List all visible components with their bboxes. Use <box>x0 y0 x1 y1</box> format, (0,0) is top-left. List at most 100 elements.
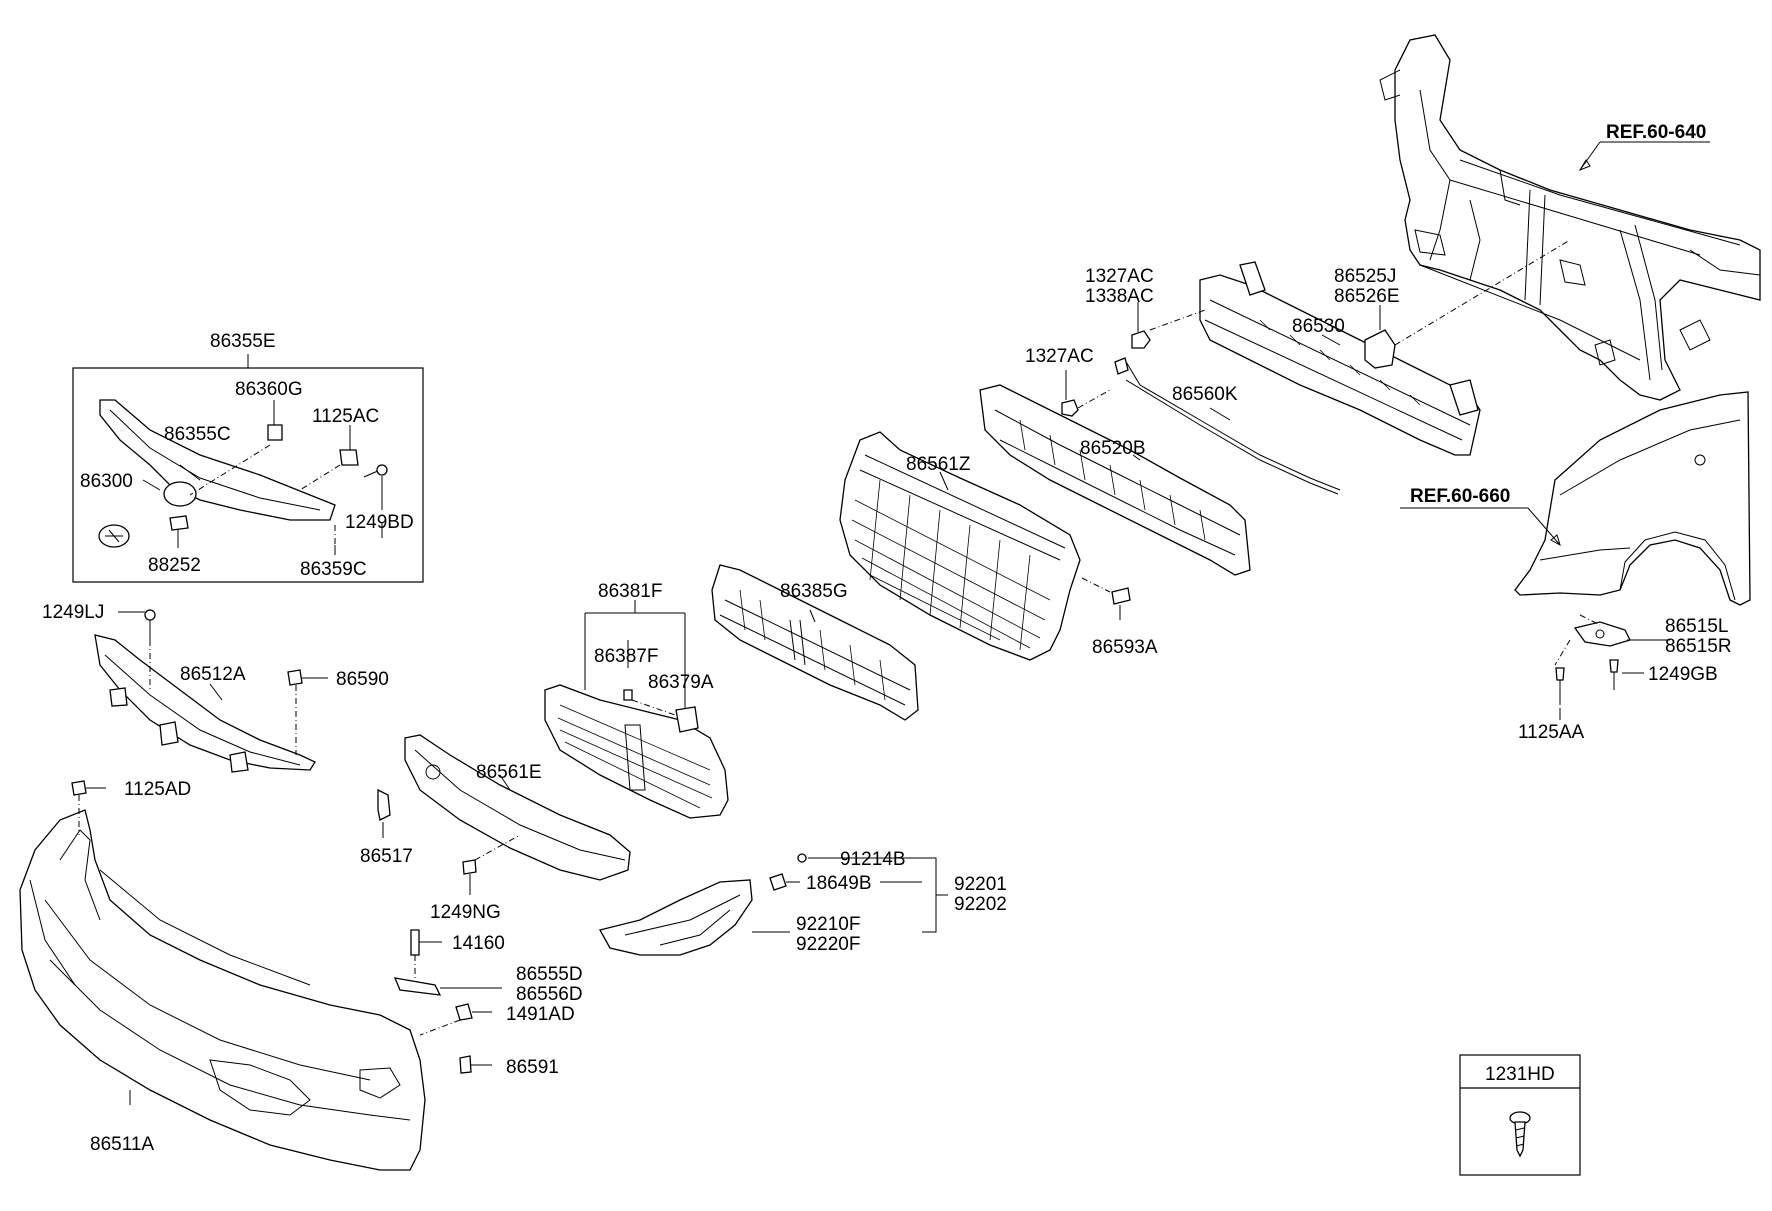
upper-grille-86355C <box>99 399 336 521</box>
nut-1327AC-b <box>1061 389 1111 417</box>
emblem-clip-86593A <box>1081 577 1131 605</box>
front-fender <box>1514 391 1751 606</box>
label-86355C[interactable]: 86355C <box>164 424 231 445</box>
label-86530[interactable]: 86530 <box>1292 316 1345 337</box>
label-86387F[interactable]: 86387F <box>594 646 658 667</box>
bracket-86381F <box>584 600 686 718</box>
label-18649B[interactable]: 18649B <box>806 873 872 894</box>
label-1327AC-upper[interactable]: 1327AC <box>1085 266 1154 287</box>
label-14160[interactable]: 14160 <box>452 933 505 954</box>
label-86526E[interactable]: 86526E <box>1334 286 1400 307</box>
clip-86360G <box>189 400 283 496</box>
label-92210F[interactable]: 92210F <box>796 914 860 935</box>
label-86591[interactable]: 86591 <box>506 1057 559 1078</box>
leader-86560K <box>1209 407 1231 421</box>
clip-18649B <box>769 873 922 891</box>
label-86520B[interactable]: 86520B <box>1080 438 1146 459</box>
label-1338AC[interactable]: 1338AC <box>1085 286 1154 307</box>
leader-86300 <box>142 479 161 491</box>
label-1249NG[interactable]: 1249NG <box>430 902 501 923</box>
clip-86590 <box>287 669 328 755</box>
label-86593A[interactable]: 86593A <box>1092 637 1158 658</box>
leader-86561Z <box>939 471 949 491</box>
leader-86530 <box>1321 334 1341 346</box>
lower-garnish-86561E <box>404 734 631 881</box>
label-1125AD[interactable]: 1125AD <box>124 779 191 800</box>
leader-86512A <box>209 683 223 701</box>
leader-86355C <box>179 464 201 481</box>
fog-lamp-bezel-92210F <box>599 879 753 956</box>
grille-assembly-86561Z <box>839 431 1081 661</box>
emblem-86300 <box>98 481 197 548</box>
screw-86591 <box>459 1055 492 1074</box>
label-88252[interactable]: 88252 <box>148 555 201 576</box>
label-86379A[interactable]: 86379A <box>648 672 714 693</box>
ref-60-660-callout: REF.60-660 <box>1400 486 1561 547</box>
clip-86379A <box>675 706 699 733</box>
screw-1249NG <box>462 834 521 895</box>
clip-1125AC <box>299 425 359 491</box>
ref-60-640-label[interactable]: REF.60-640 <box>1606 122 1706 143</box>
strip-86555D <box>393 977 502 996</box>
label-1231HD[interactable]: 1231HD <box>1485 1064 1555 1085</box>
label-92220F[interactable]: 92220F <box>796 934 860 955</box>
ref-60-660-label[interactable]: REF.60-660 <box>1410 486 1510 507</box>
label-86561E[interactable]: 86561E <box>476 762 542 783</box>
screw-1249BD <box>363 464 388 538</box>
label-86525J[interactable]: 86525J <box>1334 266 1396 287</box>
label-86385G[interactable]: 86385G <box>780 581 848 602</box>
screw-1231HD-icon <box>1509 1111 1531 1158</box>
label-1249LJ[interactable]: 1249LJ <box>42 602 104 623</box>
label-86517[interactable]: 86517 <box>360 846 413 867</box>
bracket-86515 <box>1554 614 1631 705</box>
label-1249BD[interactable]: 1249BD <box>345 512 414 533</box>
label-91214B[interactable]: 91214B <box>840 849 906 870</box>
leader-86520B <box>1132 454 1141 461</box>
label-1125AC[interactable]: 1125AC <box>312 406 379 427</box>
label-1249GB[interactable]: 1249GB <box>1648 664 1718 685</box>
label-1125AA[interactable]: 1125AA <box>1518 722 1585 743</box>
label-86560K[interactable]: 86560K <box>1172 384 1238 405</box>
clip-88252 <box>169 515 189 548</box>
screw-1249LJ <box>118 609 156 690</box>
label-86300[interactable]: 86300 <box>80 471 133 492</box>
lower-grille-86381F <box>544 684 729 819</box>
label-1327AC-lower[interactable]: 1327AC <box>1025 346 1094 367</box>
label-86555D[interactable]: 86555D <box>516 964 583 985</box>
energy-absorber-86520B <box>979 384 1251 576</box>
back-beam-86530 <box>1199 261 1481 456</box>
radiator-support-panel <box>1379 34 1761 401</box>
label-1491AD[interactable]: 1491AD <box>506 1004 575 1025</box>
bumper-bracket-86512A <box>94 634 316 773</box>
pin-14160 <box>410 929 442 980</box>
screw-1125AD <box>71 780 106 835</box>
grille-bracket-86385G <box>711 564 919 721</box>
label-86515L[interactable]: 86515L <box>1665 616 1728 637</box>
label-86381F[interactable]: 86381F <box>598 581 662 602</box>
front-bumper-cover-86511A <box>19 809 426 1171</box>
label-92202[interactable]: 92202 <box>954 894 1007 915</box>
dash-1327AC-a <box>1149 309 1206 331</box>
cap-86517 <box>377 788 391 838</box>
clip-86387F <box>623 689 676 716</box>
label-86556D[interactable]: 86556D <box>516 984 583 1005</box>
label-86561Z[interactable]: 86561Z <box>906 454 971 475</box>
box-1231HD <box>1459 1054 1581 1176</box>
ref-60-640-callout: REF.60-640 <box>1578 122 1710 172</box>
label-92201[interactable]: 92201 <box>954 874 1007 895</box>
label-86590[interactable]: 86590 <box>336 669 389 690</box>
label-86512A[interactable]: 86512A <box>180 664 246 685</box>
label-86355E[interactable]: 86355E <box>210 331 276 352</box>
label-86511A[interactable]: 86511A <box>90 1134 154 1155</box>
label-86515R[interactable]: 86515R <box>1665 636 1732 657</box>
bracket-86525J <box>1364 239 1571 369</box>
label-86359C[interactable]: 86359C <box>300 559 367 580</box>
nut-1327AC <box>1131 330 1151 349</box>
leader-86385G <box>809 609 816 623</box>
clip-91214B <box>797 853 922 863</box>
label-86360G[interactable]: 86360G <box>235 379 303 400</box>
wire-86560K <box>1114 357 1341 495</box>
clip-1491AD <box>419 1003 492 1036</box>
